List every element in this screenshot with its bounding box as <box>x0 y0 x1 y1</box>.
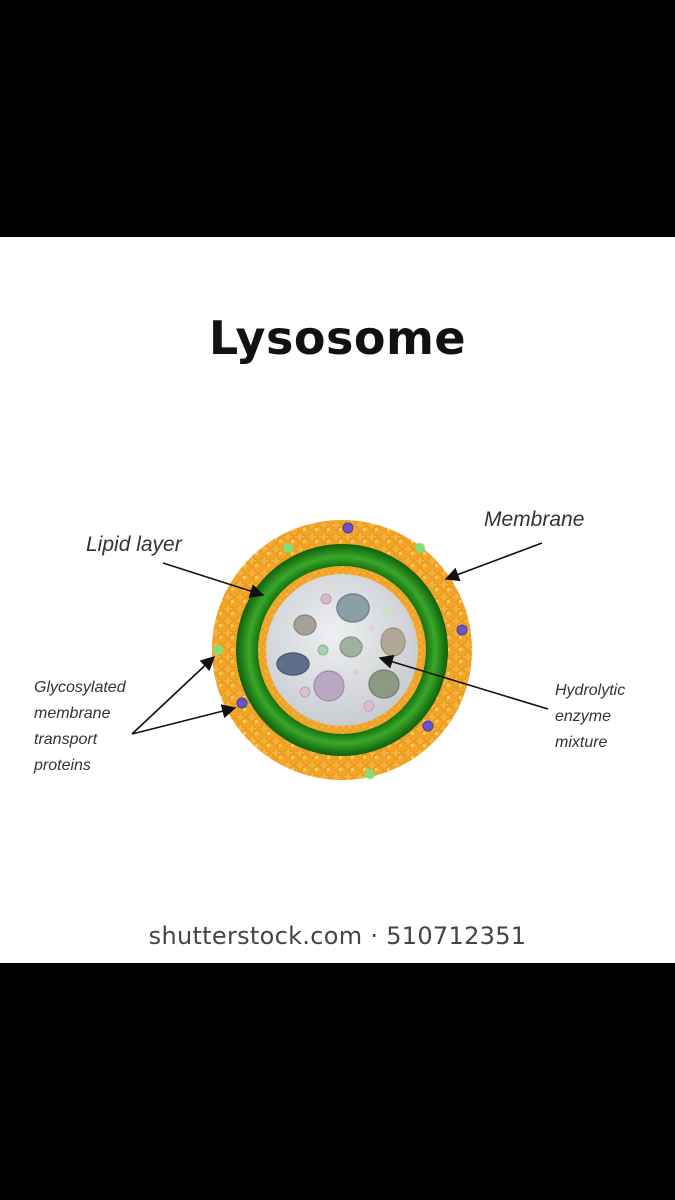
membrane-label: Membrane <box>484 508 585 531</box>
label-arrows <box>131 542 549 735</box>
glycosylated-line-2: membrane <box>34 705 111 722</box>
hydrolytic-line-3: mixture <box>555 734 608 751</box>
hydrolytic-line-2: enzyme <box>555 708 612 725</box>
arrow-glyco-upper <box>131 656 216 735</box>
credit-id: 510712351 <box>386 922 527 950</box>
page-title: Lysosome <box>208 311 467 365</box>
hydrolytic-enzyme-label: Hydrolytic enzyme mixture <box>555 678 625 756</box>
glycosylated-line-3: transport <box>34 731 98 748</box>
arrow-lipid-layer <box>162 562 265 598</box>
lipid-layer-label: Lipid layer <box>86 533 182 556</box>
hydrolytic-line-1: Hydrolytic <box>555 682 626 699</box>
stock-credit: shutterstock.com · 510712351 <box>0 922 675 950</box>
arrow-glyco-lower <box>131 704 237 735</box>
glycosylated-proteins-label: Glycosylated membrane transport proteins <box>34 675 126 779</box>
transport-proteins <box>213 522 468 779</box>
glycosylated-line-1: Glycosylated <box>34 679 126 696</box>
glycosylated-line-4: proteins <box>34 757 91 774</box>
lysosome-diagram <box>131 520 549 780</box>
enzyme-vesicles <box>276 593 406 712</box>
credit-separator: · <box>370 922 379 950</box>
arrow-hydrolytic <box>378 654 549 710</box>
credit-site: shutterstock.com <box>148 922 363 950</box>
diagram-panel: Lysosome Lipid layer Membrane Glycosylat… <box>0 237 675 963</box>
arrow-membrane <box>444 542 543 582</box>
